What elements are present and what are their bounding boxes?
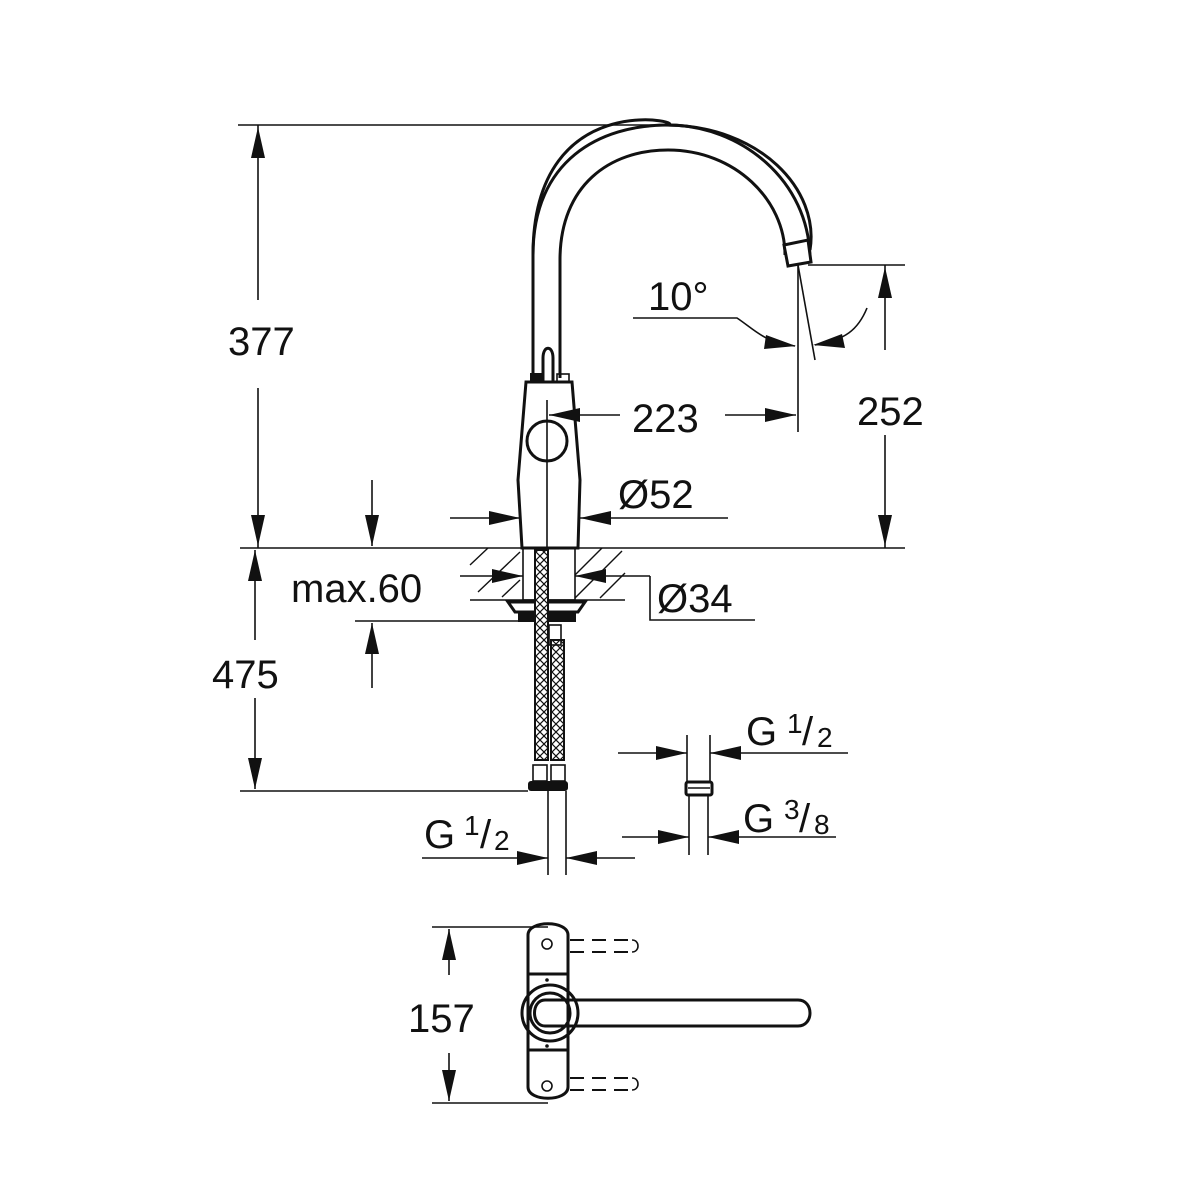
dimension-max-deck-thickness: max.60 (291, 480, 520, 688)
aerator (782, 238, 813, 268)
svg-text:8: 8 (814, 809, 830, 840)
lever (541, 346, 555, 395)
top-view-lever (533, 998, 812, 1028)
svg-text:10°: 10° (648, 275, 709, 319)
dimension-spout-reach: 223 (549, 397, 796, 441)
faucet-top-view (520, 922, 812, 1100)
dimension-hole-diameter: Ø34 (460, 569, 755, 621)
dimension-spout-angle: 10° (633, 264, 868, 432)
faucet-body (516, 380, 582, 550)
svg-text:2: 2 (817, 722, 833, 753)
svg-text:max.60: max.60 (291, 567, 422, 611)
svg-text:157: 157 (408, 997, 475, 1041)
svg-text:/: / (802, 710, 814, 754)
svg-text:2: 2 (494, 825, 510, 856)
dimension-total-height: 377 (228, 124, 668, 548)
dimension-hose-length: 475 (212, 550, 528, 792)
svg-text:223: 223 (632, 397, 699, 441)
adapter-detail: G 1 / 2 G 3 / 8 (618, 708, 848, 855)
svg-text:G: G (746, 710, 777, 754)
svg-text:/: / (480, 813, 492, 857)
hose-right (550, 639, 565, 761)
svg-text:Ø34: Ø34 (657, 577, 733, 621)
faucet-side-view (240, 118, 905, 875)
svg-text:/: / (799, 797, 811, 841)
svg-text:Ø52: Ø52 (618, 473, 694, 517)
hose-left (534, 549, 549, 761)
svg-text:1: 1 (464, 810, 480, 841)
dimension-hose-thread: G 1 / 2 (422, 810, 635, 865)
svg-text:377: 377 (228, 320, 295, 364)
svg-text:1: 1 (787, 708, 803, 739)
svg-text:G: G (743, 797, 774, 841)
dimension-body-diameter: Ø52 (450, 473, 728, 525)
svg-text:475: 475 (212, 653, 279, 697)
svg-text:G: G (424, 813, 455, 857)
svg-text:252: 252 (857, 390, 924, 434)
dimension-top-view-length: 157 (408, 926, 548, 1104)
svg-text:3: 3 (784, 794, 800, 825)
dimension-spout-height: 252 (808, 264, 924, 548)
